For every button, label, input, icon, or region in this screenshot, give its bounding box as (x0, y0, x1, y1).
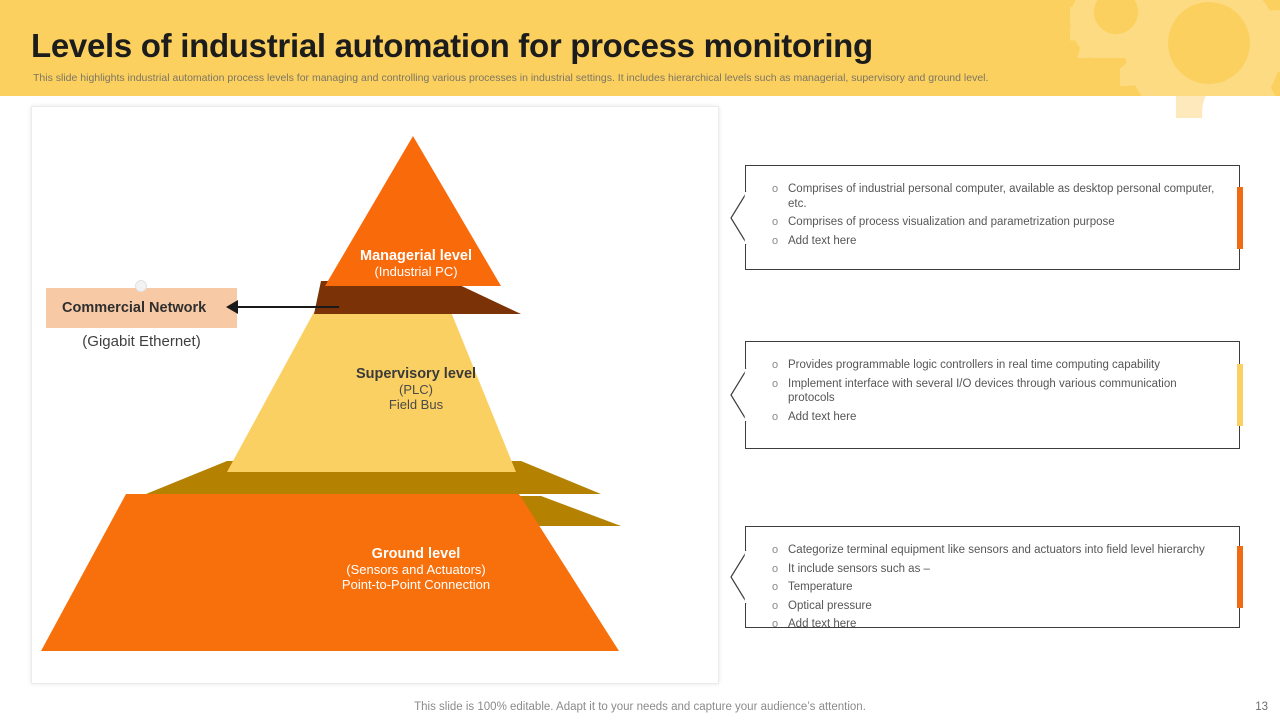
bullet-icon: o (772, 183, 779, 195)
bullet-icon: o (772, 544, 779, 556)
list-item-text: Comprises of industrial personal compute… (788, 183, 1215, 210)
callout-arrow-head-icon (226, 300, 238, 314)
ground-level-face (41, 494, 619, 651)
footer-note: This slide is 100% editable. Adapt it to… (414, 701, 866, 713)
callout-arrow-line (236, 306, 339, 308)
supervisory-level-face (227, 312, 516, 472)
list-item: o Add text here (772, 234, 1217, 249)
list-item-text: Add text here (788, 618, 857, 630)
bullet-icon: o (772, 216, 779, 228)
callout-notch-icon (730, 550, 747, 604)
page-subtitle: This slide highlights industrial automat… (33, 72, 989, 84)
info-list-managerial: o Comprises of industrial personal compu… (746, 166, 1239, 264)
info-list-supervisory: o Provides programmable logic controller… (746, 342, 1239, 440)
connector-dot-icon (135, 280, 147, 292)
list-item-text: Comprises of process visualization and p… (788, 216, 1115, 228)
list-item: o Provides programmable logic controller… (772, 358, 1217, 373)
accent-bar-managerial (1237, 186, 1243, 249)
list-item-text: Temperature (788, 581, 853, 593)
list-item-text: Optical pressure (788, 599, 872, 612)
accent-bar-supervisory (1237, 364, 1243, 426)
list-item: o Categorize terminal equipment like sen… (772, 543, 1217, 558)
bullet-icon: o (772, 410, 779, 423)
bullet-icon: o (772, 599, 779, 612)
bullet-icon: o (772, 581, 779, 593)
list-item-text: Provides programmable logic controllers … (788, 359, 1160, 371)
list-item: o Implement interface with several I/O d… (772, 377, 1217, 406)
info-box-supervisory[interactable]: o Provides programmable logic controller… (730, 341, 1243, 449)
commercial-network-label: Commercial Network (62, 300, 207, 316)
bullet-icon: o (772, 359, 779, 371)
list-item: o It include sensors such as – (772, 562, 1217, 577)
list-item-text: It include sensors such as – (788, 562, 930, 575)
commercial-network-callout[interactable]: Commercial Network (46, 288, 237, 328)
bullet-icon: o (772, 234, 779, 247)
managerial-level-base (314, 281, 521, 314)
bullet-icon: o (772, 562, 779, 575)
list-item: o Temperature (772, 580, 1217, 595)
list-item: o Add text here (772, 410, 1217, 425)
list-item-text: Add text here (788, 234, 857, 247)
gear-decoration-small-icon (1070, 0, 1162, 58)
callout-notch-icon (730, 368, 747, 422)
bullet-icon: o (772, 377, 779, 390)
pyramid-diagram: Managerial level (Industrial PC) Supervi… (31, 106, 719, 684)
list-item: o Optical pressure (772, 599, 1217, 614)
info-list-ground: o Categorize terminal equipment like sen… (746, 527, 1239, 648)
page-title: Levels of industrial automation for proc… (31, 27, 873, 64)
bullet-icon: o (772, 618, 779, 630)
callout-notch-icon (730, 191, 747, 244)
list-item-text: Categorize terminal equipment like senso… (788, 544, 1205, 556)
list-item-text: Implement interface with several I/O dev… (788, 377, 1177, 405)
info-box-managerial[interactable]: o Comprises of industrial personal compu… (730, 165, 1243, 270)
page-number: 13 (1255, 701, 1268, 713)
list-item-text: Add text here (788, 410, 857, 423)
managerial-level-face (325, 136, 501, 286)
commercial-network-sublabel: (Gigabit Ethernet) (82, 333, 201, 350)
accent-bar-ground (1237, 546, 1243, 608)
list-item: o Comprises of process visualization and… (772, 215, 1217, 230)
list-item: o Add text here (772, 617, 1217, 632)
list-item: o Comprises of industrial personal compu… (772, 182, 1217, 211)
gear-overflow-decoration (1176, 96, 1220, 118)
header-band: Levels of industrial automation for proc… (0, 0, 1280, 96)
info-box-ground[interactable]: o Categorize terminal equipment like sen… (730, 526, 1243, 630)
